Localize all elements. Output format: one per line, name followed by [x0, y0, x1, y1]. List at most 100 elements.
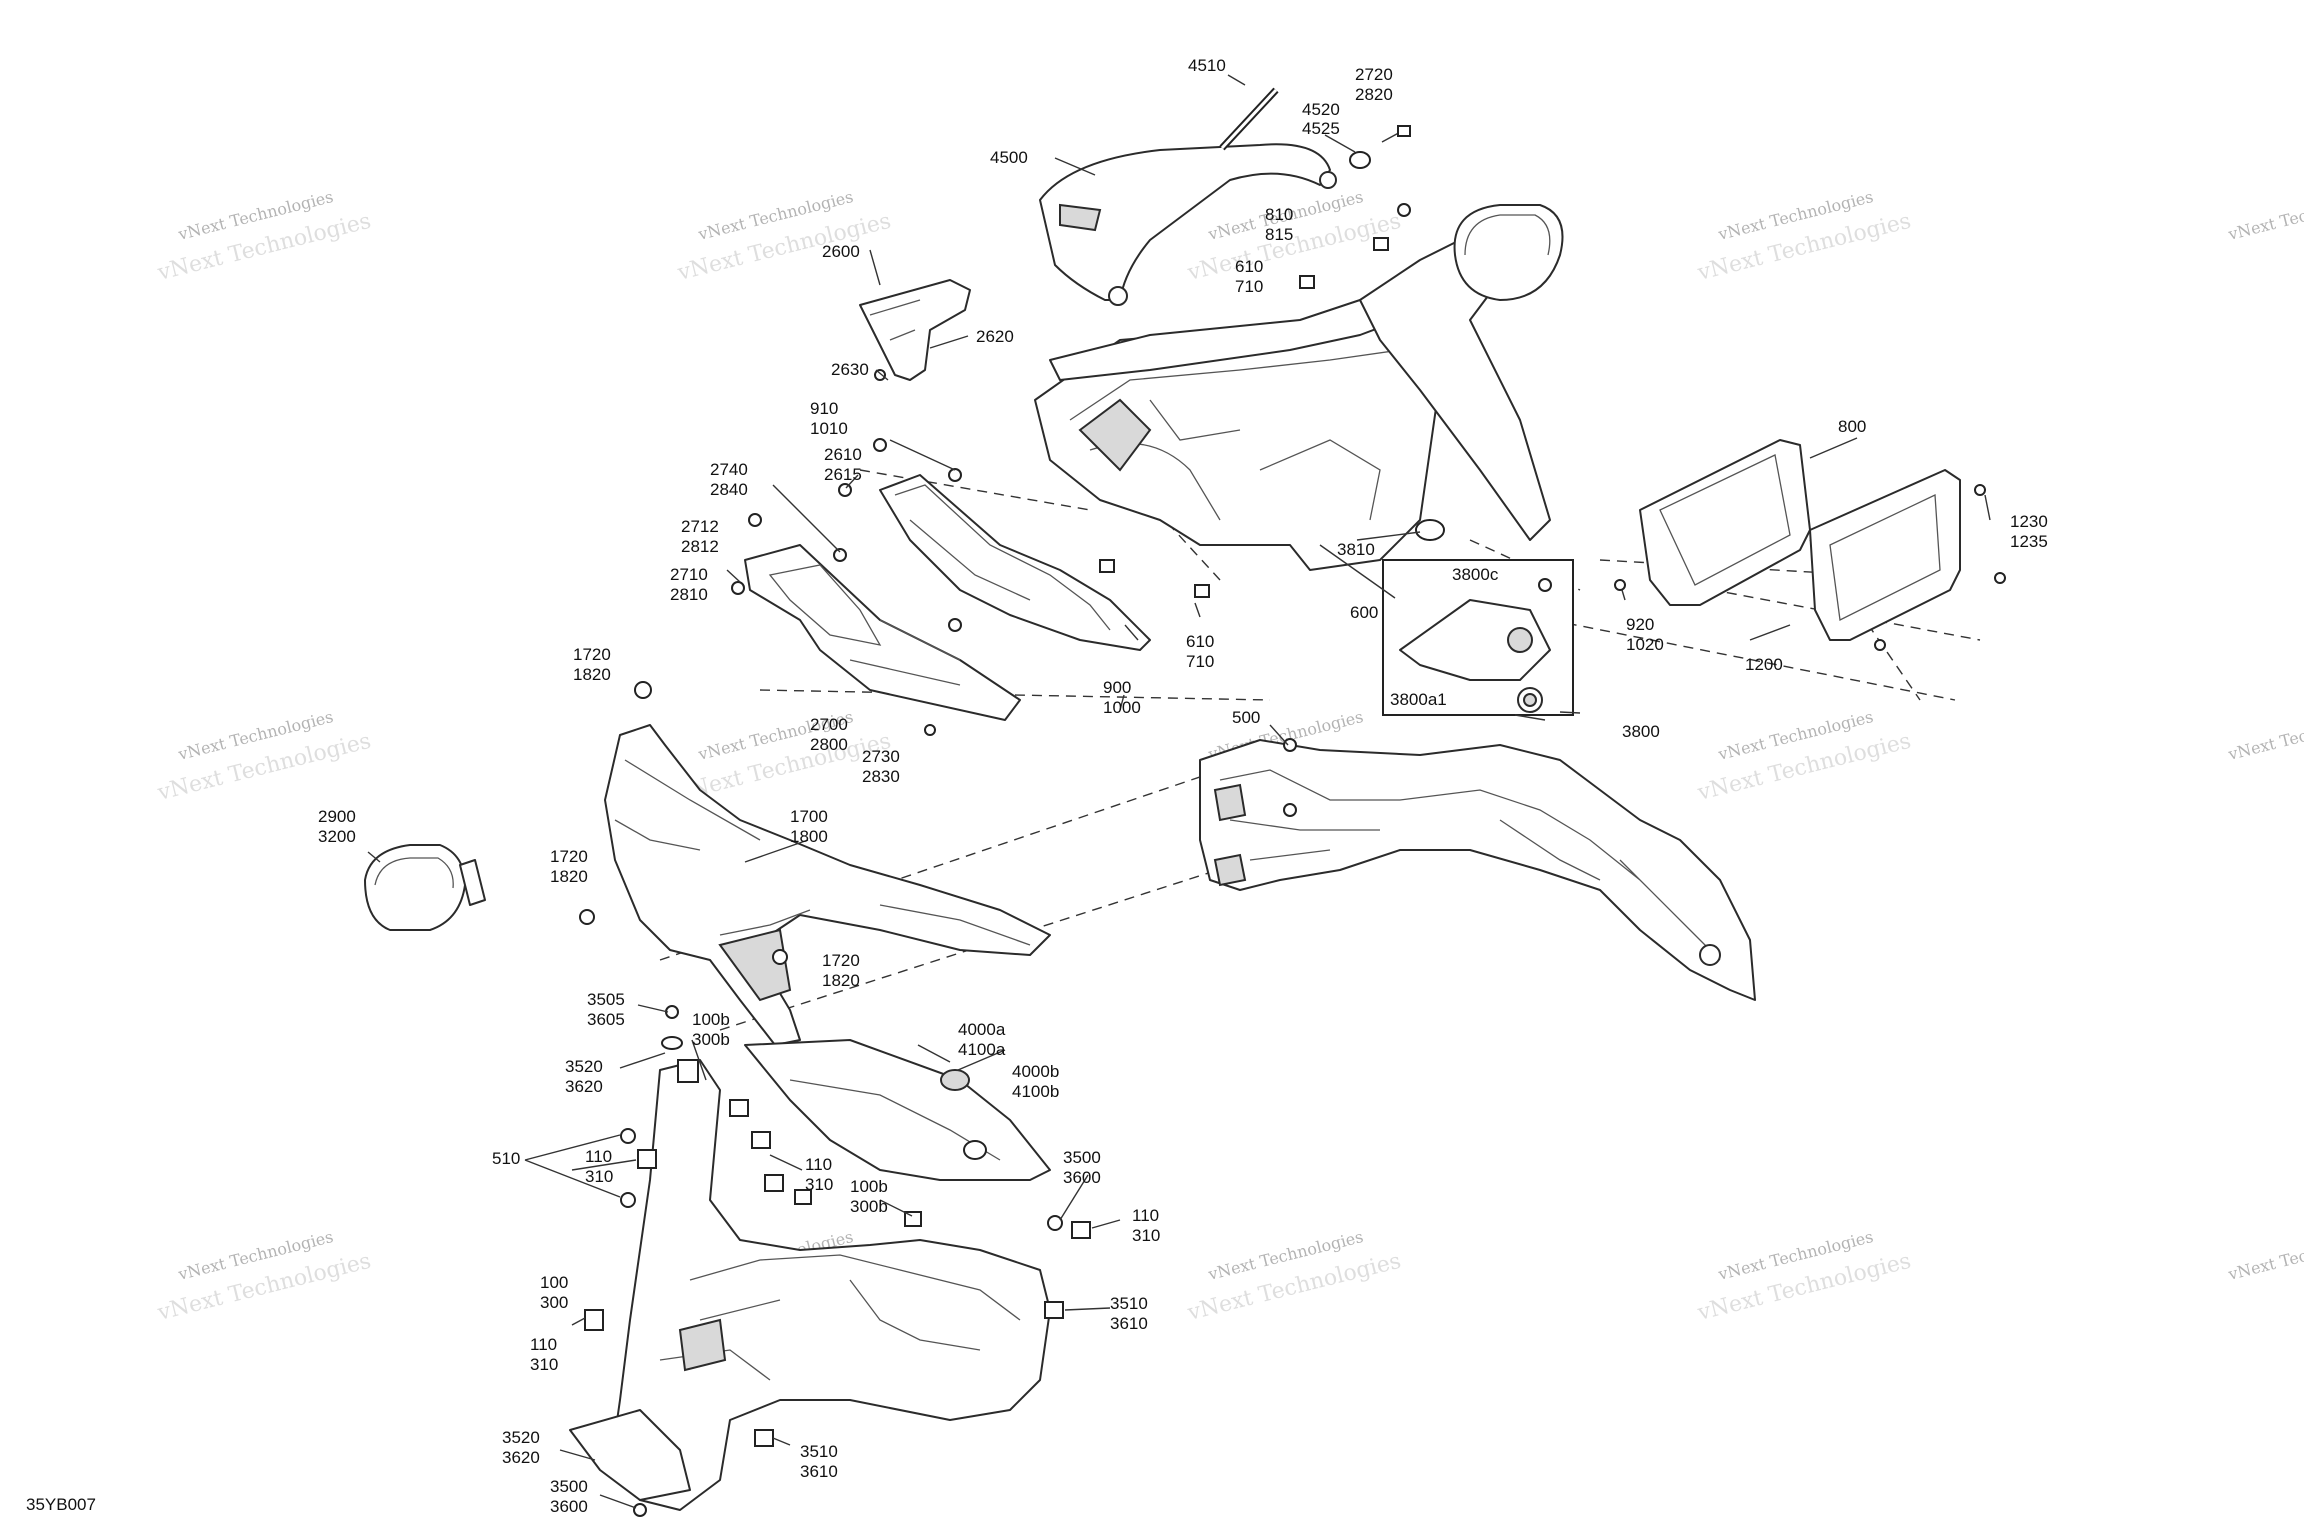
callout-2730: 2730: [862, 747, 900, 766]
part-labels: 4510 2720 2820 4520 4525 4500 810 815 61…: [26, 56, 2048, 1516]
detail-box-3800: [1382, 559, 1574, 716]
callout-710: 710: [1235, 277, 1263, 296]
callout-3810: 3810: [1337, 540, 1375, 559]
callout-1820-a: 1820: [573, 665, 611, 684]
callout-610-mid: 610: [1186, 632, 1214, 651]
callout-310-d: 310: [530, 1355, 558, 1374]
callout-310-b: 310: [805, 1175, 833, 1194]
callout-3200: 3200: [318, 827, 356, 846]
callout-110-b: 110: [805, 1155, 832, 1174]
callout-3620-a: 3620: [565, 1077, 603, 1096]
dash-housing-600: [1034, 204, 1564, 571]
callout-310-c: 310: [1132, 1226, 1160, 1245]
side-panel-2700: [744, 544, 1021, 721]
callout-2812: 2812: [681, 537, 719, 556]
callout-300: 300: [540, 1293, 568, 1312]
callout-2800: 2800: [810, 735, 848, 754]
bracket-2600: [859, 279, 971, 381]
leader-lines: [367, 74, 1991, 1509]
callout-100b-b: 100b: [850, 1177, 888, 1196]
callout-3800c: 3800c: [1452, 565, 1499, 584]
callout-2720: 2720: [1355, 65, 1393, 84]
callout-4100a: 4100a: [958, 1040, 1006, 1059]
callout-900: 900: [1103, 678, 1131, 697]
callout-3605: 3605: [587, 1010, 625, 1029]
callout-2740: 2740: [710, 460, 748, 479]
callout-1720-b: 1720: [550, 847, 588, 866]
callout-3800: 3800: [1622, 722, 1660, 741]
callout-3620-b: 3620: [502, 1448, 540, 1467]
callout-1820-c: 1820: [822, 971, 860, 990]
watermark-text: vNext Technologies: [2225, 1227, 2304, 1284]
callout-3505: 3505: [587, 990, 625, 1009]
watermark-text: vNext Technologies: [2225, 187, 2304, 244]
callout-2620: 2620: [976, 327, 1014, 346]
callout-4000a: 4000a: [958, 1020, 1006, 1039]
callout-110-a: 110: [585, 1147, 612, 1166]
top-cover-4500: [1039, 143, 1337, 306]
callout-4525: 4525: [1302, 119, 1340, 138]
watermark-text: vNext Technologies: [2225, 707, 2304, 764]
callout-3520-a: 3520: [565, 1057, 603, 1076]
callout-1000: 1000: [1103, 698, 1141, 717]
callout-600: 600: [1350, 603, 1378, 622]
callout-1200: 1200: [1745, 655, 1783, 674]
callout-110-c: 110: [1132, 1206, 1159, 1225]
callout-1020: 1020: [1626, 635, 1664, 654]
callout-3500-b: 3500: [550, 1477, 588, 1496]
callout-2830: 2830: [862, 767, 900, 786]
callout-4500: 4500: [990, 148, 1028, 167]
callout-3500-a: 3500: [1063, 1148, 1101, 1167]
callout-1720-a: 1720: [573, 645, 611, 664]
callout-2900: 2900: [318, 807, 356, 826]
callout-3610-b: 3610: [800, 1462, 838, 1481]
callout-300b-a: 300b: [692, 1030, 730, 1049]
callout-1800: 1800: [790, 827, 828, 846]
frame-900: [879, 474, 1151, 651]
callout-1010: 1010: [810, 419, 848, 438]
callout-910: 910: [810, 399, 838, 418]
callout-920: 920: [1626, 615, 1654, 634]
callout-2630: 2630: [831, 360, 869, 379]
callout-2615: 2615: [824, 465, 862, 484]
callout-815: 815: [1265, 225, 1293, 244]
callout-810: 810: [1265, 205, 1293, 224]
callout-500: 500: [1232, 708, 1260, 727]
callout-710-mid: 710: [1186, 652, 1214, 671]
callout-100b-a: 100b: [692, 1010, 730, 1029]
callout-2840: 2840: [710, 480, 748, 499]
callout-2700: 2700: [810, 715, 848, 734]
panel-4000a: [744, 1039, 1051, 1181]
callout-4520: 4520: [1302, 100, 1340, 119]
fasteners: [579, 203, 2006, 1517]
callout-2710: 2710: [670, 565, 708, 584]
callout-510: 510: [492, 1149, 520, 1168]
callout-310-a: 310: [585, 1167, 613, 1186]
callout-2810: 2810: [670, 585, 708, 604]
display-box-800: [1639, 439, 1961, 641]
callout-2610: 2610: [824, 445, 862, 464]
callout-3520-b: 3520: [502, 1428, 540, 1447]
callout-3800a1: 3800a1: [1390, 690, 1447, 709]
drawing-id: 35YB007: [26, 1495, 96, 1514]
callout-610: 610: [1235, 257, 1263, 276]
lower-frame-100: [569, 1059, 1051, 1511]
callout-4000b: 4000b: [1012, 1062, 1059, 1081]
callout-3610-a: 3610: [1110, 1314, 1148, 1333]
callout-2600: 2600: [822, 242, 860, 261]
callout-3600-b: 3600: [550, 1497, 588, 1516]
callout-1720-c: 1720: [822, 951, 860, 970]
callout-3600-a: 3600: [1063, 1168, 1101, 1187]
callout-4510: 4510: [1188, 56, 1226, 75]
callout-800: 800: [1838, 417, 1866, 436]
pin-4510: [1219, 87, 1279, 151]
callout-2712: 2712: [681, 517, 719, 536]
callout-300b-b: 300b: [850, 1197, 888, 1216]
callout-3510-b: 3510: [800, 1442, 838, 1461]
callout-110-d: 110: [530, 1335, 557, 1354]
side-fairing-1700: [604, 724, 1051, 1046]
callout-100: 100: [540, 1273, 568, 1292]
mirror-2900: [364, 844, 486, 931]
callout-2820: 2820: [1355, 85, 1393, 104]
